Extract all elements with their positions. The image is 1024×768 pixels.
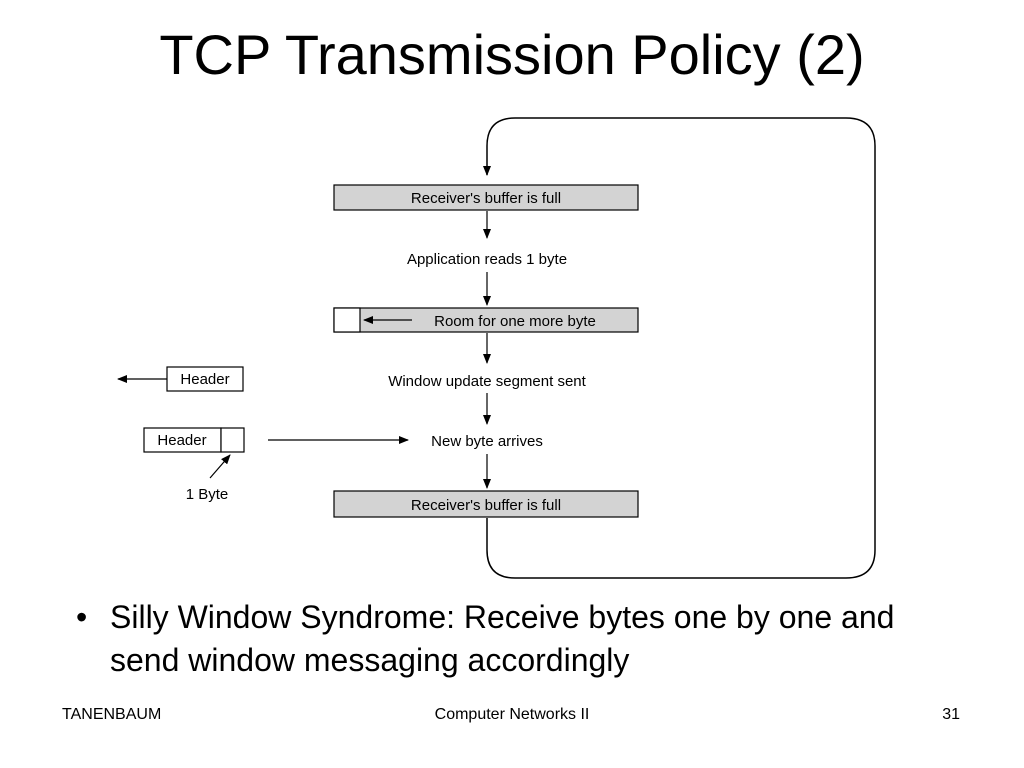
footer-author: TANENBAUM <box>62 706 162 723</box>
buffer-room-label: Room for one more byte <box>434 313 596 330</box>
buffer-full-top-label: Receiver's buffer is full <box>411 190 561 207</box>
outgoing-header-box <box>166 366 244 392</box>
bullet-text: Silly Window Syndrome: Receive bytes one… <box>110 599 895 678</box>
bullet-dot: • <box>76 599 88 635</box>
incoming-byte-box <box>220 427 245 453</box>
buffer-full-bottom-label: Receiver's buffer is full <box>411 497 561 514</box>
slide-title: TCP Transmission Policy (2) <box>159 23 865 86</box>
incoming-header-box <box>143 427 222 453</box>
buffer-empty-slot <box>333 307 361 333</box>
step-new-byte-label: New byte arrives <box>431 433 543 450</box>
footer-course: Computer Networks II <box>434 706 590 723</box>
step-app-reads-label: Application reads 1 byte <box>407 251 567 268</box>
buffer-full-top-box <box>333 184 639 211</box>
incoming-header-label: Header <box>157 432 206 449</box>
outgoing-header-label: Header <box>180 371 229 388</box>
loop-connector <box>483 117 876 579</box>
buffer-room-box <box>333 307 639 333</box>
one-byte-label: 1 Byte <box>186 486 229 503</box>
step-window-update-label: Window update segment sent <box>388 373 586 390</box>
footer-page-number: 31 <box>942 706 960 723</box>
buffer-full-bottom-box <box>333 490 639 518</box>
one-byte-pointer <box>209 454 231 479</box>
